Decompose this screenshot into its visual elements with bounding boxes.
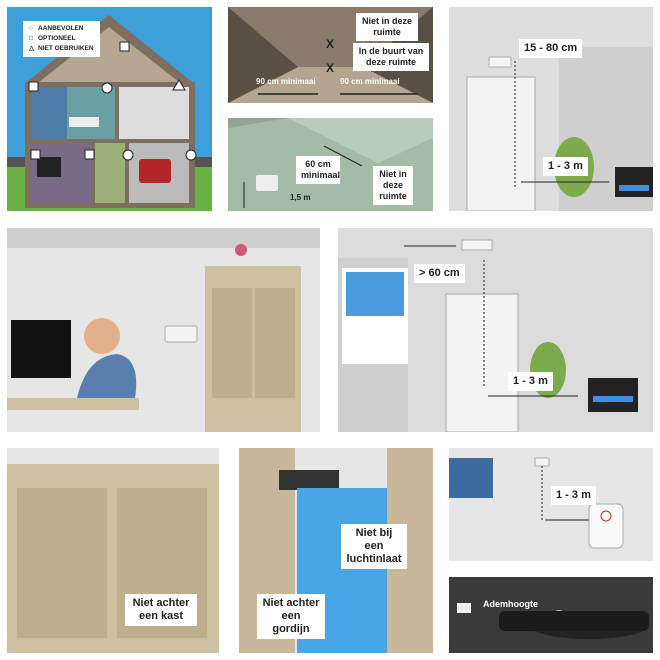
bedroom-panel: Ademhoogte — [449, 577, 653, 653]
label-breath: Ademhoogte — [483, 599, 538, 609]
ceiling-room-illustration — [338, 239, 638, 432]
label-distance: 1 - 3 m — [508, 372, 553, 391]
label-not-curtain: Niet achter een gordijn — [257, 594, 325, 639]
label-distance: 1 - 3 m — [551, 486, 596, 505]
label-not-here: Niet in deze ruimte — [356, 13, 418, 41]
label-wall-distance: > 60 cm — [414, 264, 465, 283]
desk-panel — [7, 228, 320, 432]
label-min-dist: 60 cm minimaal — [296, 156, 340, 184]
closet-illustration — [7, 448, 433, 653]
label-min-right: 90 cm minimaal — [340, 77, 400, 86]
label-distance: 1 - 3 m — [543, 157, 588, 176]
legend: ○AANBEVOLEN □OPTIONEEL △NIET GEBRUIKEN — [23, 21, 100, 57]
legend-recommended: AANBEVOLEN — [38, 25, 84, 32]
ceiling-panel: X X Niet in deze ruimte In de buurt van … — [228, 7, 433, 103]
x-mark-2: X — [326, 61, 335, 75]
bathroom-illustration — [449, 457, 624, 549]
label-min-left: 90 cm minimaal — [256, 77, 316, 86]
label-not-vent: Niet bij een luchtinlaat — [341, 524, 407, 569]
label-not-cabinet: Niet achter een kast — [125, 594, 197, 626]
desk-illustration — [7, 228, 320, 432]
label-height-range: 15 - 80 cm — [519, 39, 583, 58]
legend-not-use: NIET GEBRUIKEN — [38, 45, 94, 52]
door-wall-panel: 15 - 80 cm 1 - 3 m — [449, 7, 653, 211]
closet-panel: Niet achter een kast Niet achter een gor… — [7, 448, 433, 653]
recommended-marker — [101, 82, 113, 94]
house-panel: ○AANBEVOLEN □OPTIONEEL △NIET GEBRUIKEN — [7, 7, 212, 211]
label-not-room: Niet in deze ruimte — [373, 166, 413, 205]
ceiling-room-panel: > 60 cm 1 - 3 m — [338, 228, 653, 432]
label-near-not: In de buurt van deze ruimte — [353, 43, 429, 71]
legend-optional: OPTIONEEL — [38, 35, 76, 42]
x-mark-1: X — [326, 37, 335, 51]
bedroom-illustration — [449, 577, 653, 653]
door-illustration — [466, 47, 653, 211]
corner-panel: 60 cm minimaal Niet in deze ruimte 1,5 m — [228, 118, 433, 211]
bathroom-panel: 1 - 3 m — [449, 448, 653, 561]
house-illustration — [7, 15, 212, 211]
label-height: 1,5 m — [290, 193, 311, 202]
